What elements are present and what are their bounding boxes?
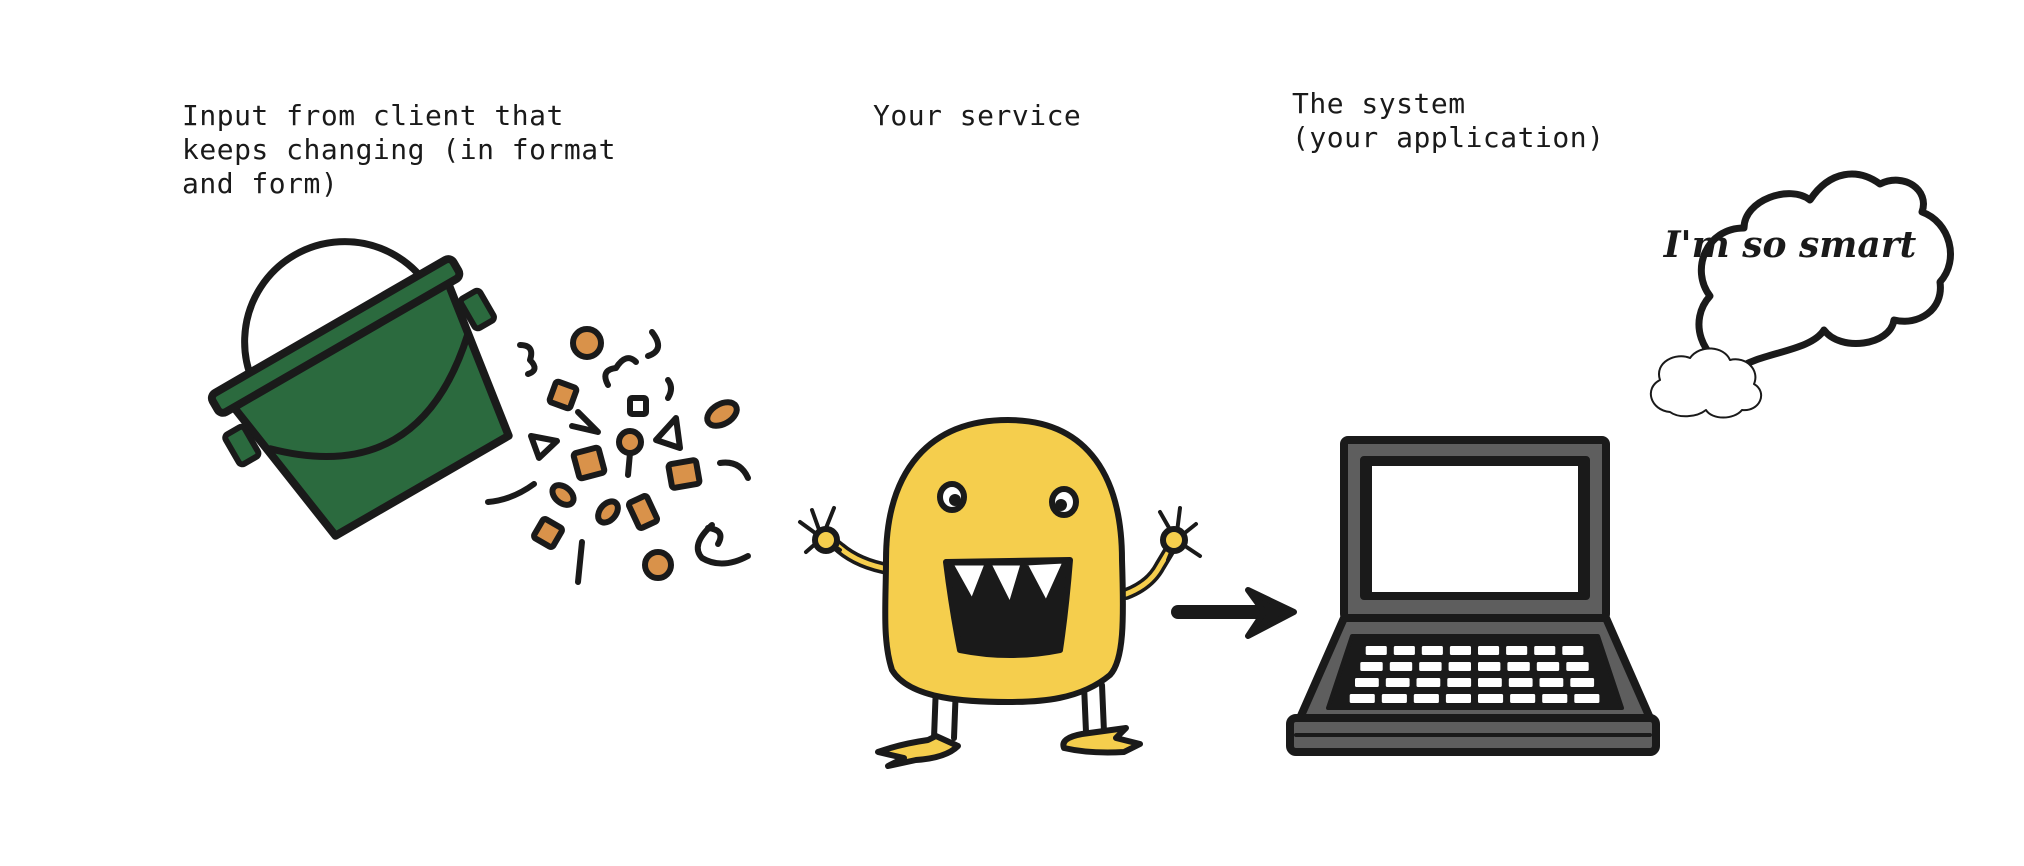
keyboard-key [1534, 646, 1556, 655]
keyboard-key [1478, 678, 1502, 687]
keyboard-key [1381, 694, 1407, 703]
keyboard-key [1413, 694, 1439, 703]
keyboard-key [1542, 694, 1568, 703]
laptop-icon [1286, 436, 1660, 756]
thought-bubble-text: I'm so smart [1663, 224, 1917, 266]
keyboard-key [1449, 646, 1471, 655]
input-caption: Input from client that keeps changing (i… [182, 99, 616, 201]
input-caption-line-3: and form) [182, 167, 339, 200]
keyboard-key [1507, 662, 1530, 671]
keyboard-key [1421, 646, 1443, 655]
keyboard-key [1349, 694, 1375, 703]
keyboard-key [1447, 678, 1472, 687]
keyboard-key [1416, 678, 1441, 687]
service-caption-line: Your service [873, 99, 1082, 132]
keyboard-keys [1349, 646, 1600, 703]
arrow-icon [1171, 587, 1297, 639]
keyboard-key [1389, 662, 1413, 671]
keyboard-key [1536, 662, 1560, 671]
input-caption-line-2: keeps changing (in format [182, 133, 616, 166]
keyboard-key [1393, 646, 1415, 655]
keyboard-key [1570, 678, 1595, 687]
keyboard-key [1539, 678, 1564, 687]
keyboard-key [1419, 662, 1442, 671]
keyboard-key [1360, 662, 1383, 671]
keyboard-key [1478, 662, 1501, 671]
keyboard-key [1478, 646, 1500, 655]
system-caption-line-1: The system [1292, 87, 1466, 120]
keyboard-key [1506, 646, 1528, 655]
service-caption: Your service [873, 99, 1081, 133]
keyboard-key [1562, 646, 1584, 655]
keyboard-key [1478, 694, 1504, 703]
keyboard-key [1508, 678, 1533, 687]
keyboard-key [1445, 694, 1471, 703]
bucket-icon [207, 238, 513, 540]
keyboard-key [1385, 678, 1410, 687]
monster-icon [798, 417, 1202, 769]
input-caption-line-1: Input from client that [182, 99, 564, 132]
keyboard-key [1448, 662, 1471, 671]
confetti-icon [485, 326, 751, 585]
system-caption-line-2: (your application) [1292, 121, 1605, 154]
system-caption: The system (your application) [1292, 87, 1604, 155]
keyboard-key [1510, 694, 1536, 703]
thought-bubble-icon: I'm so smart [1649, 170, 1954, 419]
keyboard-key [1566, 662, 1589, 671]
keyboard-key [1574, 694, 1600, 703]
keyboard-key [1355, 678, 1379, 687]
keyboard-key [1365, 646, 1387, 655]
